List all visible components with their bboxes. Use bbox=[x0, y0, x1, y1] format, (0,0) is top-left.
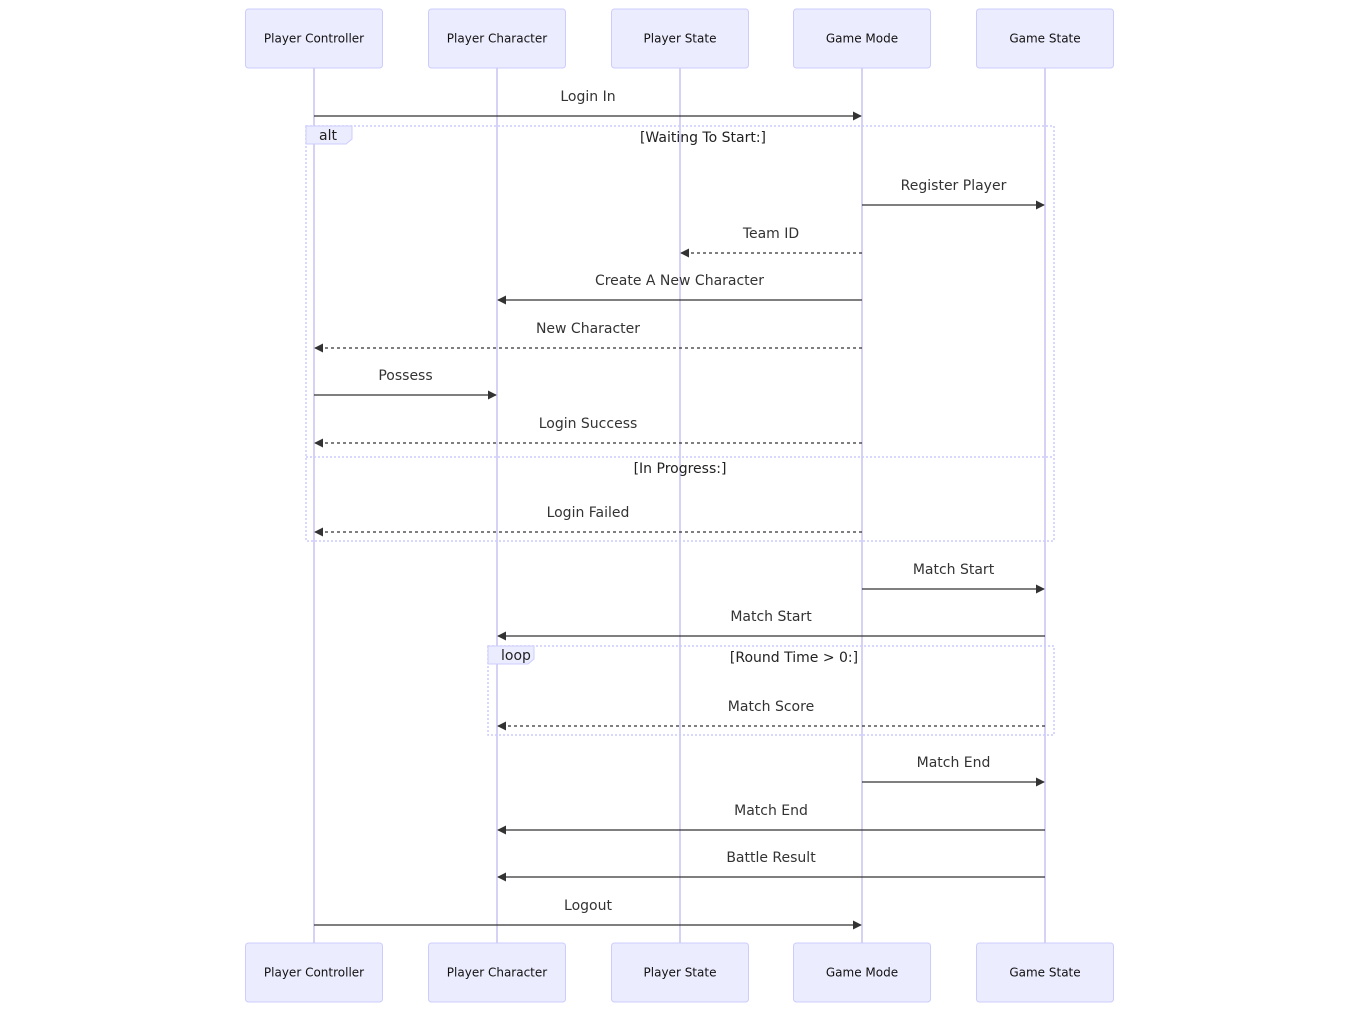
message: Match Start bbox=[862, 562, 1045, 594]
message: Team ID bbox=[680, 226, 862, 258]
message: Logout bbox=[314, 898, 862, 930]
message-label: Login Success bbox=[539, 416, 638, 432]
message-label: Logout bbox=[564, 898, 612, 914]
actor-pch-bottom: Player Character bbox=[428, 942, 566, 1003]
actor-label: Player Character bbox=[447, 32, 547, 46]
frame-tab bbox=[487, 645, 535, 665]
message-label: Team ID bbox=[742, 226, 799, 242]
message: Match Score bbox=[497, 699, 1045, 731]
message-label: Match Start bbox=[730, 609, 812, 625]
actor-pc-top: Player Controller bbox=[245, 8, 383, 69]
actor-label: Game Mode bbox=[826, 966, 898, 980]
actor-label: Player State bbox=[644, 32, 717, 46]
actor-box bbox=[245, 8, 383, 69]
message: Login Failed bbox=[314, 505, 862, 537]
message-label: Match End bbox=[734, 803, 808, 819]
actor-box bbox=[611, 8, 749, 69]
actor-box bbox=[793, 942, 931, 1003]
frame-tab bbox=[305, 125, 353, 145]
message: Battle Result bbox=[497, 850, 1045, 882]
message: New Character bbox=[314, 321, 862, 353]
message: Login In bbox=[314, 89, 862, 121]
message-label: Battle Result bbox=[726, 850, 816, 866]
message-label: New Character bbox=[536, 321, 640, 337]
frame-condition: [Waiting To Start:] bbox=[640, 130, 766, 146]
frame-border bbox=[487, 645, 1055, 736]
actor-label: Game State bbox=[1009, 32, 1080, 46]
message-label: Match End bbox=[917, 755, 991, 771]
frame-kind-label: alt bbox=[319, 128, 337, 144]
actor-pch-top: Player Character bbox=[428, 8, 566, 69]
actor-box bbox=[976, 942, 1114, 1003]
frame-kind-label: loop bbox=[501, 648, 531, 664]
message-label: Match Start bbox=[913, 562, 995, 578]
actor-ps-bottom: Player State bbox=[611, 942, 749, 1003]
frame-condition: [Round Time > 0:] bbox=[730, 650, 858, 666]
message: Match Start bbox=[497, 609, 1045, 641]
actor-box bbox=[245, 942, 383, 1003]
frame-alt: alt [Waiting To Start:] [In Progress:] bbox=[305, 125, 1055, 542]
message-label: Register Player bbox=[901, 178, 1007, 194]
message-label: Create A New Character bbox=[595, 273, 764, 289]
actor-box bbox=[793, 8, 931, 69]
message-label: Match Score bbox=[728, 699, 814, 715]
actor-gm-top: Game Mode bbox=[793, 8, 931, 69]
message: Possess bbox=[314, 368, 497, 400]
actor-gs-bottom: Game State bbox=[976, 942, 1114, 1003]
message: Match End bbox=[497, 803, 1045, 835]
message-label: Possess bbox=[378, 368, 432, 384]
actor-label: Game Mode bbox=[826, 32, 898, 46]
actor-label: Player Controller bbox=[264, 32, 364, 46]
message-label: Login Failed bbox=[547, 505, 630, 521]
actor-pc-bottom: Player Controller bbox=[245, 942, 383, 1003]
frame-loop: loop [Round Time > 0:] bbox=[487, 645, 1055, 736]
actor-gm-bottom: Game Mode bbox=[793, 942, 931, 1003]
frame-border bbox=[305, 125, 1055, 542]
message: Register Player bbox=[862, 178, 1045, 210]
message: Login Success bbox=[314, 416, 862, 448]
actor-label: Player State bbox=[644, 966, 717, 980]
message: Create A New Character bbox=[497, 273, 862, 305]
actor-label: Player Character bbox=[447, 966, 547, 980]
actor-label: Game State bbox=[1009, 966, 1080, 980]
actor-box bbox=[428, 942, 566, 1003]
actor-label: Player Controller bbox=[264, 966, 364, 980]
actor-ps-top: Player State bbox=[611, 8, 749, 69]
message-label: Login In bbox=[560, 89, 615, 105]
actor-box bbox=[428, 8, 566, 69]
message: Match End bbox=[862, 755, 1045, 787]
actor-gs-top: Game State bbox=[976, 8, 1114, 69]
actor-box bbox=[611, 942, 749, 1003]
actor-box bbox=[976, 8, 1114, 69]
frame-condition: [In Progress:] bbox=[634, 461, 727, 477]
